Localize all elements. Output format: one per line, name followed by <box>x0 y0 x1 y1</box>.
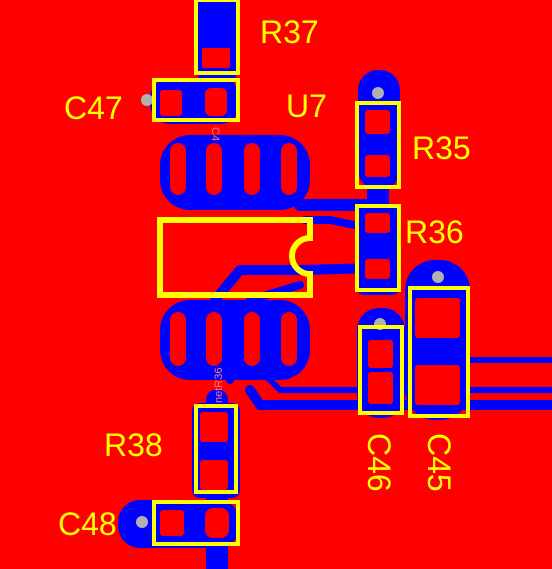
net-label-lower: netR36 <box>213 368 225 403</box>
r37-label: R37 <box>260 14 319 50</box>
via-r35[interactable] <box>372 87 384 99</box>
c48-label: C48 <box>58 506 117 542</box>
r38-outline[interactable] <box>194 404 238 494</box>
c46-outline[interactable] <box>358 325 404 415</box>
c47-outline[interactable] <box>152 78 240 122</box>
r36-label: R36 <box>405 214 464 250</box>
silkscreen-outlines <box>152 0 470 546</box>
c48-outline[interactable] <box>152 500 240 546</box>
r36-outline[interactable] <box>355 204 401 292</box>
c46-label: C46 <box>361 433 397 492</box>
u7-outline[interactable] <box>157 217 313 298</box>
c45-outline[interactable] <box>408 286 470 418</box>
c45-label: C45 <box>421 433 457 492</box>
r38-label: R38 <box>104 427 163 463</box>
net-label-upper: C4 <box>209 127 221 141</box>
via-c48[interactable] <box>136 516 148 528</box>
r37-outline[interactable] <box>194 0 240 75</box>
r35-outline[interactable] <box>355 101 401 189</box>
via-c45[interactable] <box>432 271 444 283</box>
r35-label: R35 <box>412 130 471 166</box>
via-c47[interactable] <box>141 94 153 106</box>
pad-openings <box>160 48 460 538</box>
c47-label: C47 <box>64 90 123 126</box>
u7-label: U7 <box>286 88 327 124</box>
